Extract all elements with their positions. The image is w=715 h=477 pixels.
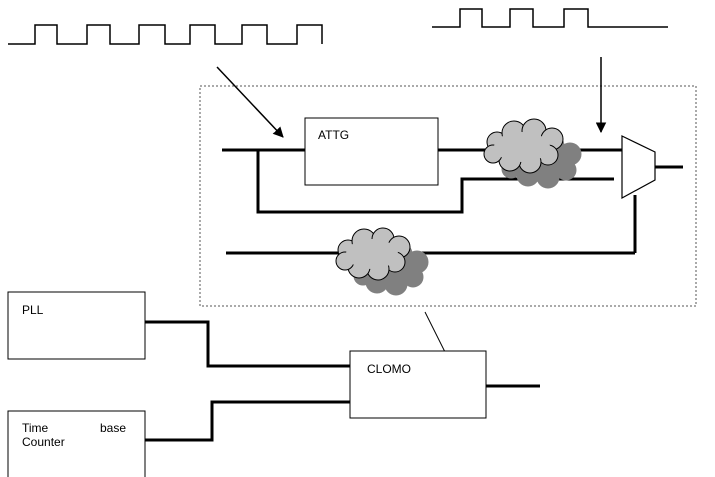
clock-waveform-left: [8, 24, 323, 45]
timebase-label-time: Time: [22, 421, 49, 435]
clock-waveform-right: [432, 8, 668, 28]
attg-label: ATTG: [318, 128, 349, 142]
bypass-wire: [256, 150, 614, 214]
pll-to-clomo-wire: [145, 320, 350, 368]
timebase-counter-block: [7, 410, 146, 477]
clomo-block: [349, 350, 487, 419]
clomo-label: CLOMO: [367, 362, 411, 376]
clock-arrow-left: [216, 66, 284, 138]
multiplexer: [621, 135, 656, 200]
delay-cloud-upper: [483, 118, 582, 189]
timebase-label-counter: Counter: [22, 435, 65, 449]
timebase-label-base: base: [100, 421, 126, 435]
delay-cloud-lower: [335, 227, 429, 296]
pll-block: [7, 291, 146, 360]
clock-gating-enclosure: [199, 85, 697, 307]
pll-label: PLL: [22, 303, 44, 317]
timebase-to-clomo-wire: [145, 400, 350, 442]
